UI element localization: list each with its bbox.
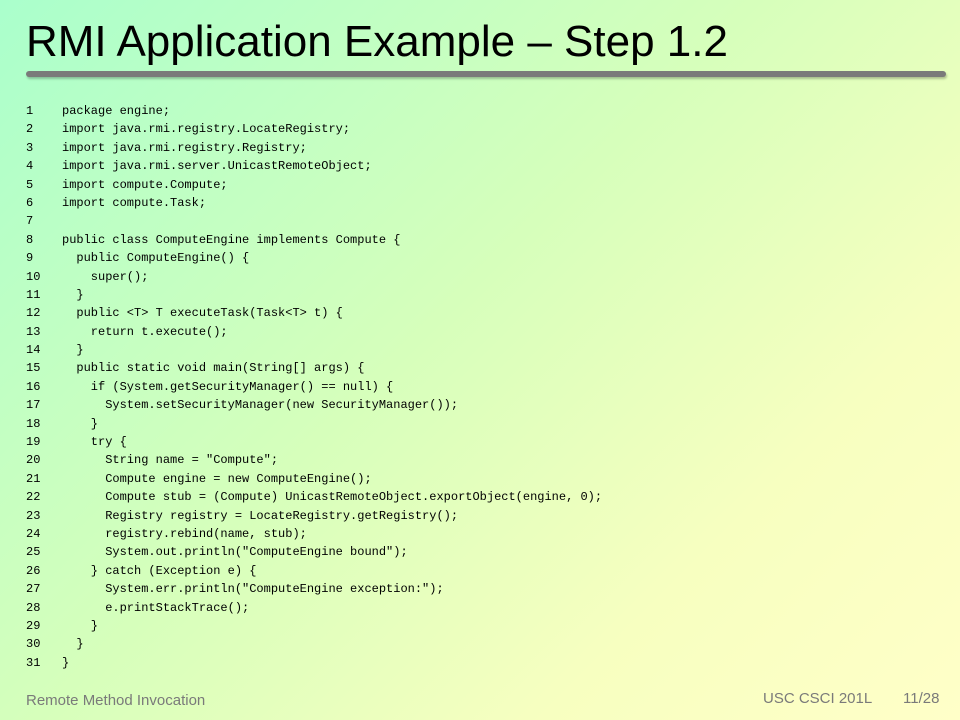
code-text: System.out.println("ComputeEngine bound"… [62, 545, 408, 560]
code-line: 11 } [26, 286, 936, 304]
code-text: if (System.getSecurityManager() == null)… [62, 379, 394, 394]
code-text: } catch (Exception e) { [62, 563, 257, 578]
code-text: registry.rebind(name, stub); [62, 526, 307, 541]
code-line: 6 import compute.Task; [26, 194, 936, 212]
line-number: 6 [26, 195, 34, 210]
footer-course: USC CSCI 201L [763, 690, 873, 707]
code-line: 30 } [26, 635, 936, 653]
line-number: 1 [26, 104, 34, 118]
code-line: 31} [26, 654, 936, 672]
code-text: import java.rmi.registry.LocateRegistry; [62, 122, 351, 137]
code-text: public class ComputeEngine implements Co… [62, 232, 401, 247]
code-text: package engine; [62, 104, 171, 118]
line-number: 28 [26, 600, 41, 615]
code-listing: 1 package engine; 2 import java.rmi.registr… [26, 102, 936, 672]
code-text: } [62, 287, 84, 302]
code-line: 21 Compute engine = new ComputeEngine(); [26, 470, 936, 488]
line-number: 22 [26, 490, 41, 505]
line-number: 25 [26, 545, 41, 560]
line-number: 9 [26, 251, 34, 266]
code-line: 18 } [26, 415, 936, 433]
code-line: 25 System.out.println("ComputeEngine bou… [26, 543, 936, 561]
title-underline [26, 71, 946, 77]
line-number: 16 [26, 379, 41, 394]
code-text: import compute.Task; [62, 195, 207, 210]
code-text: Compute stub = (Compute) UnicastRemoteOb… [62, 490, 603, 505]
code-line: 28 e.printStackTrace(); [26, 599, 936, 617]
code-text: String name = "Compute"; [62, 453, 279, 468]
code-text: return t.execute(); [62, 324, 228, 339]
line-number: 26 [26, 563, 41, 578]
code-line: 9 public ComputeEngine() { [26, 249, 936, 267]
line-number: 7 [26, 214, 34, 229]
code-text: } [62, 416, 99, 431]
page-number: 11/28 [903, 690, 940, 707]
code-text: import compute.Compute; [62, 177, 228, 192]
code-line: 12 public <T> T executeTask(Task<T> t) { [26, 304, 936, 322]
code-text: } [62, 637, 84, 652]
line-number: 29 [26, 618, 41, 633]
line-number: 8 [26, 232, 34, 247]
line-number: 17 [26, 398, 41, 413]
code-text: public ComputeEngine() { [62, 251, 250, 266]
line-number: 10 [26, 269, 41, 284]
line-number: 11 [26, 287, 41, 302]
line-number: 31 [26, 655, 41, 670]
code-line: 13 return t.execute(); [26, 323, 936, 341]
code-text: System.err.println("ComputeEngine except… [62, 582, 444, 597]
line-number: 2 [26, 122, 34, 137]
line-number: 5 [26, 177, 34, 192]
code-line: 10 super(); [26, 268, 936, 286]
line-number: 20 [26, 453, 41, 468]
code-line: 8 public class ComputeEngine implements C… [26, 231, 936, 249]
line-number: 15 [26, 361, 41, 376]
line-number: 18 [26, 416, 41, 431]
code-text: import java.rmi.registry.Registry; [62, 140, 307, 155]
code-text: public static void main(String[] args) { [62, 361, 365, 376]
code-text: import java.rmi.server.UnicastRemoteObje… [62, 159, 372, 174]
line-number: 13 [26, 324, 41, 339]
code-line: 19 try { [26, 433, 936, 451]
code-text: Compute engine = new ComputeEngine(); [62, 471, 372, 486]
code-line: 14 } [26, 341, 936, 359]
code-line: 22 Compute stub = (Compute) UnicastRemot… [26, 488, 936, 506]
code-text: try { [62, 435, 127, 450]
code-text: } [62, 618, 99, 633]
code-line: 26 } catch (Exception e) { [26, 562, 936, 580]
line-number: 30 [26, 637, 41, 652]
slide-title: RMI Application Example – Step 1.2 [26, 17, 728, 66]
code-line: 20 String name = "Compute"; [26, 451, 936, 469]
code-text: } [62, 343, 84, 358]
line-number: 21 [26, 471, 41, 486]
code-line: 24 registry.rebind(name, stub); [26, 525, 936, 543]
line-number: 12 [26, 306, 41, 321]
line-number: 23 [26, 508, 41, 523]
code-text: e.printStackTrace(); [62, 600, 250, 615]
code-text: super(); [62, 269, 149, 284]
code-line: 4 import java.rmi.server.UnicastRemoteObj… [26, 157, 936, 175]
code-line: 7 [26, 212, 936, 230]
code-line: 27 System.err.println("ComputeEngine exc… [26, 580, 936, 598]
code-line: 29 } [26, 617, 936, 635]
code-line: 23 Registry registry = LocateRegistry.ge… [26, 507, 936, 525]
line-number: 19 [26, 435, 41, 450]
footer-topic: Remote Method Invocation [26, 692, 206, 709]
line-number: 14 [26, 343, 41, 358]
code-line: 17 System.setSecurityManager(new Securit… [26, 396, 936, 414]
code-line: 2 import java.rmi.registry.LocateRegistry… [26, 120, 936, 138]
line-number: 3 [26, 140, 34, 155]
code-text: System.setSecurityManager(new SecurityMa… [62, 398, 459, 413]
line-number: 24 [26, 526, 41, 541]
code-text: Registry registry = LocateRegistry.getRe… [62, 508, 459, 523]
code-text: public <T> T executeTask(Task<T> t) { [62, 306, 343, 321]
code-line: 3 import java.rmi.registry.Registry; [26, 139, 936, 157]
line-number: 27 [26, 582, 41, 597]
code-text: } [62, 655, 70, 670]
code-line: 5 import compute.Compute; [26, 176, 936, 194]
code-line: 15 public static void main(String[] args… [26, 359, 936, 377]
code-line: 1 package engine; [26, 102, 936, 120]
code-line: 16 if (System.getSecurityManager() == nu… [26, 378, 936, 396]
line-number: 4 [26, 159, 34, 174]
